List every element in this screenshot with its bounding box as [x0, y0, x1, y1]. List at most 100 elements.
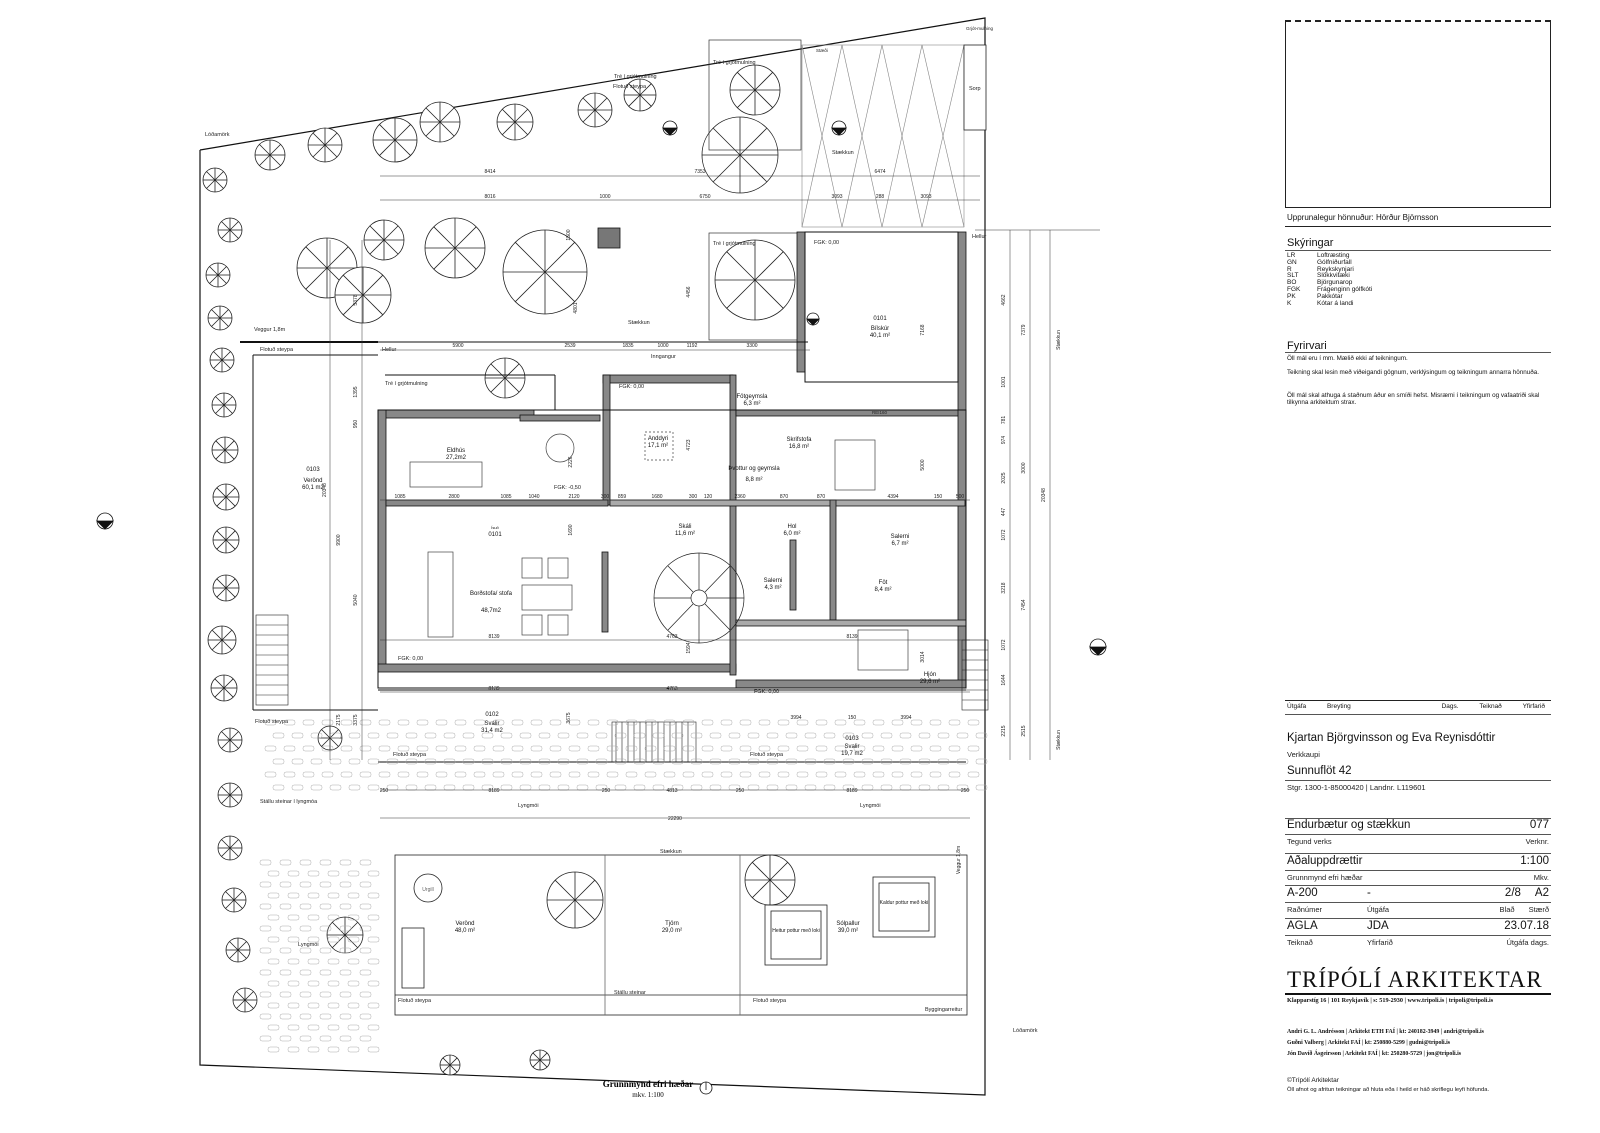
stone: [701, 745, 714, 752]
stone: [644, 745, 657, 752]
stone: [834, 719, 847, 726]
stone: [777, 745, 790, 752]
tree: [212, 574, 240, 602]
armchair: [521, 557, 543, 579]
stone: [424, 732, 437, 739]
stone: [279, 1035, 292, 1042]
dim: 1085: [394, 494, 405, 500]
scale-label: Mkv.: [1533, 873, 1549, 882]
room-area: 29,6 m²: [920, 679, 940, 685]
trees: [202, 64, 796, 1076]
stone: [302, 745, 315, 752]
stone: [435, 719, 448, 726]
architect-3: Jón Davíð Ásgeirsson | Arkitekt FAÍ | kt…: [1287, 1051, 1462, 1057]
stone: [272, 732, 285, 739]
stone: [367, 914, 380, 921]
stone: [462, 732, 475, 739]
tree: [326, 916, 364, 954]
stone: [834, 745, 847, 752]
stone: [481, 732, 494, 739]
building: [240, 227, 989, 763]
dim: 7168: [920, 324, 926, 335]
stone: [709, 784, 722, 791]
floor-plan: Eldhús 27,2m2 Ísuð 0101 Borðstofa/ stofa…: [96, 17, 1107, 1099]
stone: [815, 719, 828, 726]
urn: [413, 873, 443, 903]
stone: [872, 771, 885, 778]
stone: [307, 870, 320, 877]
stone: [690, 784, 703, 791]
stone: [720, 771, 733, 778]
tree: [254, 139, 286, 171]
drawing-title: Grunnmynd efri hæðar: [603, 1079, 694, 1089]
dim: 300: [689, 494, 698, 500]
stone: [454, 745, 467, 752]
stone: [606, 719, 619, 726]
tree: [225, 937, 251, 963]
north-arrow-icon: [699, 1081, 713, 1095]
stone: [283, 745, 296, 752]
stone: [918, 758, 931, 765]
dim: 500: [956, 494, 965, 500]
stone: [283, 719, 296, 726]
room-area: 8,8 m²: [745, 477, 762, 483]
stone: [891, 745, 904, 752]
stone: [747, 758, 760, 765]
stone: [910, 745, 923, 752]
label-fgk: FGK: 0,00: [398, 656, 423, 662]
dim: 781: [1001, 416, 1007, 425]
stone: [319, 991, 332, 998]
stone: [307, 936, 320, 943]
stone: [367, 1046, 380, 1053]
dim: 8189: [488, 788, 499, 794]
room-name: Verönd: [455, 921, 474, 927]
stone: [633, 758, 646, 765]
room-name: Borðstofa/ stofa: [470, 590, 513, 597]
stone: [538, 732, 551, 739]
stone: [758, 745, 771, 752]
label-veggur: Veggur 1,8m: [956, 846, 962, 874]
stone: [283, 771, 296, 778]
dim: 7454: [1021, 599, 1027, 610]
stone: [435, 771, 448, 778]
stone: [359, 903, 372, 910]
stone: [519, 732, 532, 739]
stone: [359, 719, 372, 726]
room-name: Verönd: [303, 478, 322, 484]
stone: [861, 784, 874, 791]
dim: 4813: [666, 788, 677, 794]
stone: [956, 758, 969, 765]
dim: 8139: [488, 686, 499, 692]
stone: [259, 991, 272, 998]
dim: 4394: [887, 494, 898, 500]
drawing-type: Aðaluppdrættir: [1287, 855, 1363, 867]
tree: [714, 239, 796, 321]
issue-label: Útgáfa: [1367, 905, 1390, 914]
stone: [644, 771, 657, 778]
stone: [804, 758, 817, 765]
stone: [500, 732, 513, 739]
stone: [279, 991, 292, 998]
stone: [279, 859, 292, 866]
dim: 6474: [874, 169, 885, 175]
stone: [307, 892, 320, 899]
stone: [378, 771, 391, 778]
architect-2: Guðni Valberg | Arkitekt FAÍ | kt: 25088…: [1287, 1040, 1451, 1046]
stone: [267, 1002, 280, 1009]
stone: [329, 784, 342, 791]
stone: [511, 719, 524, 726]
label-fgk: FGK: -0,50: [554, 485, 581, 491]
stone: [842, 732, 855, 739]
dim: 3093: [831, 194, 842, 200]
tree: [372, 117, 418, 163]
stone: [606, 771, 619, 778]
stone: [975, 758, 988, 765]
room-id: 0101: [488, 532, 502, 538]
stone: [747, 784, 760, 791]
stone: [511, 771, 524, 778]
stone: [359, 969, 372, 976]
dim: 288: [876, 194, 885, 200]
stone: [891, 719, 904, 726]
original-designer: Upprunalegur hönnuður: Hörður Björnsson: [1287, 213, 1439, 222]
